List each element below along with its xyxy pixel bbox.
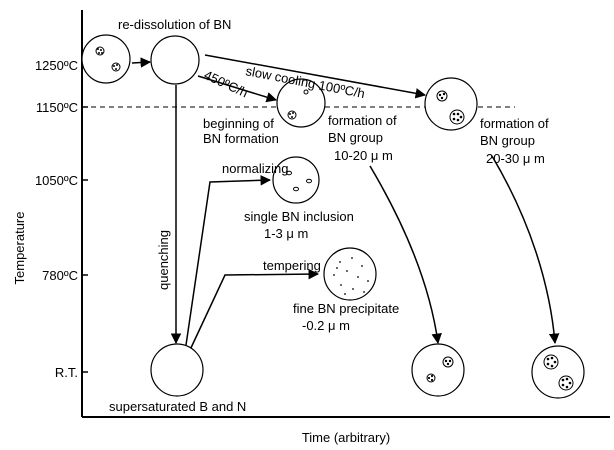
label-redissolution: re-dissolution of BN [118,17,231,32]
label-beginning-1: beginning of [203,116,274,131]
tick-label-1250: 1250ºC [35,58,78,73]
arrow-to-redissolution [131,57,152,68]
label-fine-1: fine BN precipitate [293,301,399,316]
circle-redissolved [150,35,200,85]
circle-initial [81,34,131,84]
arrow-normalizing [185,175,272,346]
circle-rt-right [531,345,585,399]
label-formation-right-3: 20-30 μ m [486,151,545,166]
arrow-mid-group-to-rt [369,165,442,345]
y-axis-title: Temperature [12,212,27,285]
arrow-slow-cooling [204,54,427,99]
label-supersaturated: supersaturated B and N [109,399,246,414]
tick-label-rt: R.T. [55,365,78,380]
circle-single-inclusion [272,156,320,204]
label-formation-mid-1: formation of [328,113,397,128]
label-formation-mid-3: 10-20 μ m [334,148,393,163]
label-single-2: 1-3 μ m [264,226,308,241]
label-normalizing: normalizing [222,161,288,176]
circle-rt-mid [411,343,465,397]
label-beginning-2: BN formation [203,131,279,146]
label-formation-right-2: BN group [480,133,535,148]
tick-label-1050: 1050ºC [35,173,78,188]
label-formation-right-1: formation of [480,116,549,131]
tick-label-1150: 1150ºC [36,100,78,115]
arrow-tempering [189,268,320,351]
x-axis-title: Time (arbitrary) [302,430,390,445]
label-formation-mid-2: BN group [328,130,383,145]
circle-fine-precipitate [323,247,377,301]
circle-beginning-formation [276,78,326,128]
arrow-right-group-to-rt [491,155,560,345]
label-tempering: tempering [263,258,321,273]
label-fine-2: -0.2 μ m [302,318,350,333]
label-single-1: single BN inclusion [244,209,354,224]
tick-label-780: 780ºC [42,268,78,283]
label-quenching: quenching [156,230,171,290]
circle-supersaturated [150,343,204,397]
label-450-rate: 450ºC/h [202,67,251,100]
arrow-450-cooling [197,75,278,103]
circle-formation-right [424,77,478,131]
